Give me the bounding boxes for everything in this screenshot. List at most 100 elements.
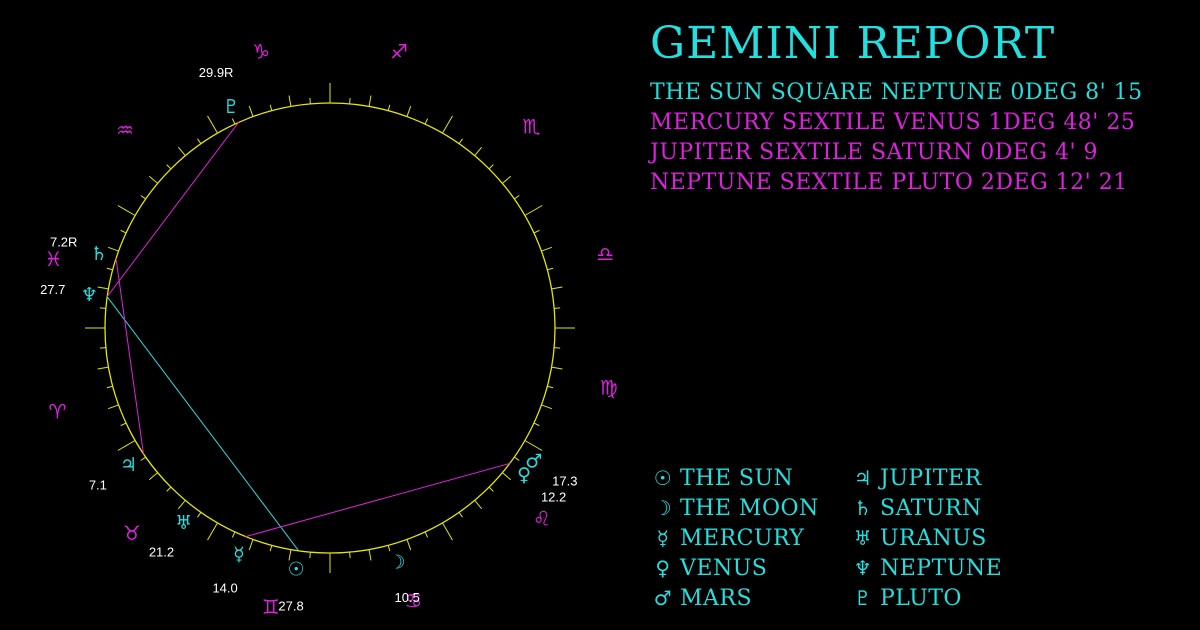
- minor-tick: [309, 552, 311, 559]
- minor-tick: [269, 545, 273, 552]
- mars-icon: ♂: [525, 450, 542, 472]
- venus-degree-label: 12.2: [541, 490, 566, 505]
- major-tick: [207, 115, 218, 134]
- minor-tick: [99, 307, 106, 309]
- legend-item-sun: ☉THE SUN: [648, 466, 793, 491]
- minor-tick: [541, 246, 552, 252]
- legend-item-pluto: ♇PLUTO: [848, 586, 962, 611]
- aspect-list: THE SUN SQUARE NEPTUNE 0DEG 8' 15 MERCUR…: [650, 78, 1143, 198]
- leo-sign-icon: ♌︎: [533, 507, 551, 531]
- legend-item-venus: ♀VENUS: [648, 556, 767, 581]
- mercury-degree-label: 14.0: [212, 581, 237, 596]
- jupiter-icon: ♃: [853, 466, 873, 490]
- mars-icon: ♂: [653, 586, 673, 610]
- minor-tick: [140, 195, 146, 200]
- minor-tick: [406, 539, 412, 550]
- jupiter-degree-label: 7.1: [89, 478, 107, 493]
- legend-item-moon: ☽THE MOON: [648, 496, 819, 521]
- minor-tick: [120, 422, 127, 427]
- major-tick: [117, 205, 136, 216]
- minor-tick: [547, 267, 554, 271]
- minor-tick: [458, 512, 463, 518]
- minor-tick: [533, 422, 540, 427]
- gemini-sign-icon: ♊︎: [262, 595, 280, 619]
- aspect-item: NEPTUNE SEXTILE PLUTO 2DEG 12' 21: [650, 170, 1128, 195]
- legend-item-mars: ♂MARS: [648, 586, 752, 611]
- minor-tick: [166, 164, 172, 170]
- moon-degree-label: 10.5: [395, 590, 420, 605]
- legend-item-saturn: ♄SATURN: [848, 496, 982, 521]
- minor-tick: [502, 175, 512, 184]
- uranus-degree-label: 21.2: [149, 545, 174, 560]
- minor-tick: [368, 95, 372, 107]
- minor-tick: [120, 229, 127, 234]
- minor-tick: [406, 106, 412, 117]
- pluto-degree-label: 29.9R: [199, 65, 234, 80]
- moon-icon: ☽: [653, 496, 673, 520]
- minor-tick: [108, 246, 119, 252]
- saturn-degree-label: 7.2R: [50, 234, 77, 249]
- major-tick: [117, 440, 136, 451]
- pisces-sign-icon: ♓︎: [44, 247, 62, 271]
- minor-tick: [533, 229, 540, 234]
- cancer-sign-icon: ♋︎: [404, 589, 422, 613]
- minor-tick: [514, 195, 520, 200]
- minor-tick: [177, 146, 186, 156]
- saturn-icon: ♄: [853, 496, 873, 520]
- minor-tick: [269, 104, 273, 111]
- neptune-icon: ♆: [853, 556, 873, 580]
- jupiter-icon: ♃: [120, 454, 137, 476]
- mars-degree-label: 17.3: [552, 473, 577, 488]
- minor-tick: [97, 366, 109, 370]
- sun-degree-label: 27.8: [278, 598, 303, 613]
- minor-tick: [554, 307, 561, 309]
- wheel-ring: [104, 102, 556, 554]
- legend-item-uranus: ♅URANUS: [848, 526, 987, 551]
- minor-tick: [106, 385, 113, 389]
- minor-tick: [554, 347, 561, 349]
- minor-tick: [106, 267, 113, 271]
- legend-item-neptune: ♆NEPTUNE: [848, 556, 1002, 581]
- minor-tick: [99, 347, 106, 349]
- minor-tick: [488, 164, 494, 170]
- minor-tick: [551, 286, 563, 290]
- libra-sign-icon: ♎︎: [596, 242, 614, 266]
- legend-item-jupiter: ♃JUPITER: [848, 466, 982, 491]
- minor-tick: [424, 531, 429, 538]
- minor-tick: [97, 286, 109, 290]
- major-tick: [524, 440, 543, 451]
- minor-tick: [458, 138, 463, 144]
- minor-tick: [474, 500, 483, 510]
- uranus-icon: ♅: [853, 526, 873, 550]
- minor-tick: [514, 456, 520, 461]
- major-tick: [524, 205, 543, 216]
- minor-tick: [387, 104, 391, 111]
- aspect-item: JUPITER SEXTILE SATURN 0DEG 4' 9: [650, 140, 1099, 165]
- minor-tick: [166, 486, 172, 492]
- sun-icon: ☉: [653, 466, 673, 490]
- virgo-sign-icon: ♍︎: [600, 375, 618, 399]
- neptune-degree-label: 27.7: [40, 282, 65, 297]
- minor-tick: [488, 486, 494, 492]
- minor-tick: [231, 118, 236, 125]
- aspect-item: THE SUN SQUARE NEPTUNE 0DEG 8' 15: [650, 80, 1143, 105]
- zodiac-wheel: ♈︎♉︎♊︎♋︎♌︎♍︎♎︎♏︎♐︎♑︎♒︎♓︎☉27.8☽10.5☿14.0♀…: [40, 39, 618, 619]
- minor-tick: [424, 118, 429, 125]
- report-title: GEMINI REPORT: [650, 18, 1056, 69]
- neptune-icon: ♆: [81, 284, 98, 306]
- minor-tick: [309, 97, 311, 104]
- venus-icon: ♀: [517, 464, 531, 486]
- scorpio-sign-icon: ♏︎: [523, 114, 541, 138]
- minor-tick: [148, 472, 158, 481]
- minor-tick: [474, 146, 483, 156]
- taurus-sign-icon: ♉︎: [123, 521, 141, 545]
- legend-item-mercury: ☿MERCURY: [648, 526, 804, 551]
- minor-tick: [197, 512, 202, 518]
- uranus-icon: ♅: [175, 512, 192, 534]
- venus-icon: ♀: [655, 556, 671, 580]
- aspect-line-mercury-venus: [245, 462, 510, 538]
- minor-tick: [502, 472, 512, 481]
- pluto-icon: ♇: [223, 96, 240, 118]
- minor-tick: [387, 545, 391, 552]
- mercury-icon: ☿: [233, 543, 245, 565]
